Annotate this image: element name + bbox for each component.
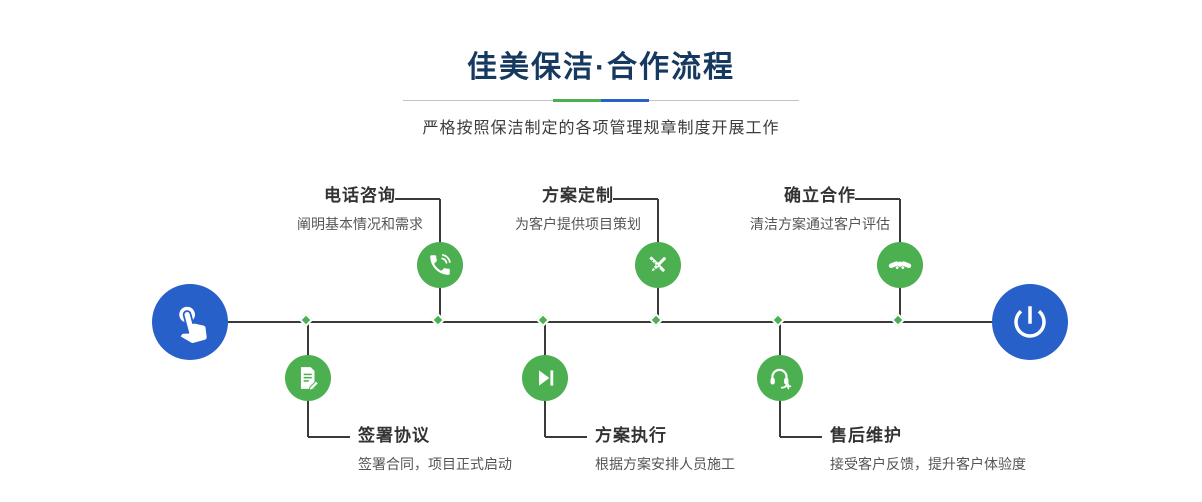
step-label-phone: 电话咨询 阐明基本情况和需求	[250, 186, 470, 233]
step-desc: 清洁方案通过客户评估	[750, 216, 890, 232]
connector-horizontal	[395, 198, 440, 200]
divider-blue-segment	[601, 99, 649, 102]
step-title: 电话咨询	[324, 186, 396, 205]
timeline-axis	[190, 321, 1030, 323]
step-desc: 根据方案安排人员施工	[595, 456, 735, 472]
divider-green-segment	[553, 99, 601, 102]
step-title: 方案执行	[595, 426, 667, 445]
step-desc: 阐明基本情况和需求	[297, 216, 423, 232]
step-desc: 签署合同，项目正式启动	[358, 456, 512, 472]
pen-ruler-icon	[649, 256, 667, 272]
step-node-cooperation	[877, 242, 923, 288]
divider-gray-left	[403, 100, 553, 101]
step-desc: 接受客户反馈，提升客户体验度	[830, 456, 1026, 472]
contract-icon	[300, 367, 320, 391]
connector-horizontal	[780, 436, 822, 438]
timeline-node-marker	[430, 312, 446, 328]
header: 佳美保洁·合作流程 严格按照保洁制定的各项管理规章制度开展工作	[0, 42, 1202, 138]
step-node-execution	[522, 355, 568, 401]
headset-icon	[770, 368, 792, 390]
connector-horizontal	[855, 198, 900, 200]
timeline-node-marker	[298, 312, 314, 328]
connector-horizontal	[308, 436, 350, 438]
timeline-node-marker	[770, 312, 786, 328]
timeline-node-marker	[890, 312, 906, 328]
step-label-execution: 方案执行 根据方案安排人员施工	[595, 426, 875, 473]
timeline-node-marker	[535, 312, 551, 328]
hand-pointer-icon	[179, 306, 207, 343]
page-title: 佳美保洁·合作流程	[467, 51, 735, 84]
step-node-contract	[285, 355, 331, 401]
phone-icon	[430, 254, 451, 275]
process-diagram: 电话咨询 阐明基本情况和需求	[0, 150, 1202, 502]
handshake-icon	[888, 261, 912, 270]
step-label-contract: 签署协议 签署合同，项目正式启动	[358, 426, 638, 473]
connector-horizontal	[613, 198, 658, 200]
step-node-plan	[635, 242, 681, 288]
step-desc: 为客户提供项目策划	[515, 216, 641, 232]
step-node-aftersales	[757, 355, 803, 401]
step-node-phone	[417, 242, 463, 288]
end-node	[992, 284, 1068, 360]
power-icon	[1014, 306, 1046, 338]
step-label-plan: 方案定制 为客户提供项目策划	[468, 186, 688, 233]
connector-horizontal	[545, 436, 587, 438]
start-node	[152, 284, 228, 360]
step-title: 签署协议	[358, 426, 430, 445]
step-label-aftersales: 售后维护 接受客户反馈，提升客户体验度	[830, 426, 1110, 473]
step-title: 方案定制	[542, 186, 614, 205]
page-subtitle: 严格按照保洁制定的各项管理规章制度开展工作	[422, 120, 780, 137]
step-title: 确立合作	[784, 186, 856, 205]
divider-gray-right	[649, 100, 799, 101]
title-divider	[403, 99, 799, 102]
step-title: 售后维护	[830, 426, 902, 445]
timeline-node-marker	[648, 312, 664, 328]
step-label-cooperation: 确立合作 清洁方案通过客户评估	[710, 186, 930, 233]
play-icon	[539, 370, 554, 386]
